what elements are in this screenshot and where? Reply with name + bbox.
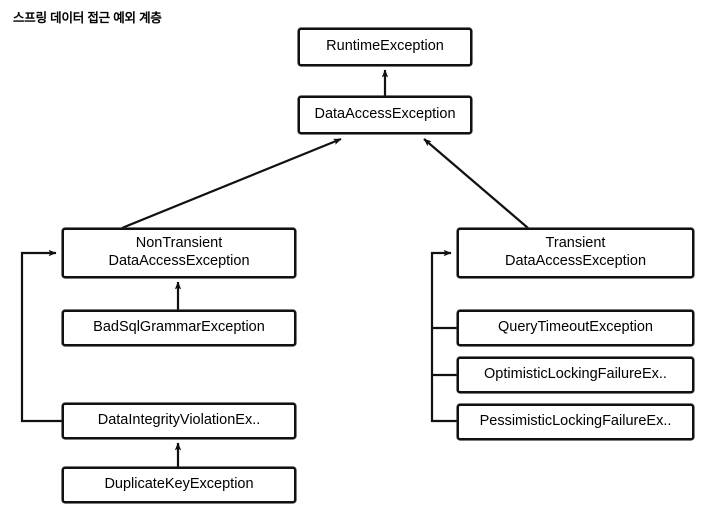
node-label: QueryTimeoutException bbox=[497, 319, 653, 336]
edge-transient-to-dae bbox=[423, 138, 529, 229]
node-duplicate-key-exception[interactable]: DuplicateKeyException bbox=[62, 467, 296, 503]
node-label: Transient DataAccessException bbox=[504, 235, 647, 269]
node-label: DataIntegrityViolationEx.. bbox=[97, 412, 261, 429]
node-data-access-exception[interactable]: DataAccessException bbox=[298, 96, 472, 134]
page-title: 스프링 데이터 접근 예외 계층 bbox=[13, 11, 162, 25]
node-optimistic-locking-failure-exception[interactable]: OptimisticLockingFailureEx.. bbox=[457, 357, 694, 393]
edge-transient-children-bracket bbox=[430, 249, 457, 423]
edge-nontransient-to-dae bbox=[121, 137, 342, 230]
node-pessimistic-locking-failure-exception[interactable]: PessimisticLockingFailureEx.. bbox=[457, 404, 694, 440]
node-label: BadSqlGrammarException bbox=[93, 319, 265, 336]
node-transient-data-access-exception[interactable]: Transient DataAccessException bbox=[457, 228, 694, 278]
node-label: NonTransient DataAccessException bbox=[108, 235, 250, 269]
node-label: DuplicateKeyException bbox=[104, 476, 254, 493]
edge-dataintegrity-to-nontransient bbox=[20, 249, 62, 423]
node-label: OptimisticLockingFailureEx.. bbox=[484, 366, 667, 383]
node-non-transient-data-access-exception[interactable]: NonTransient DataAccessException bbox=[62, 228, 296, 278]
node-label: RuntimeException bbox=[326, 38, 444, 55]
node-data-integrity-violation-exception[interactable]: DataIntegrityViolationEx.. bbox=[62, 403, 296, 439]
node-label: DataAccessException bbox=[314, 106, 456, 123]
node-query-timeout-exception[interactable]: QueryTimeoutException bbox=[457, 310, 694, 346]
node-bad-sql-grammar-exception[interactable]: BadSqlGrammarException bbox=[62, 310, 296, 346]
node-label: PessimisticLockingFailureEx.. bbox=[479, 413, 672, 430]
node-runtime-exception[interactable]: RuntimeException bbox=[298, 28, 472, 66]
